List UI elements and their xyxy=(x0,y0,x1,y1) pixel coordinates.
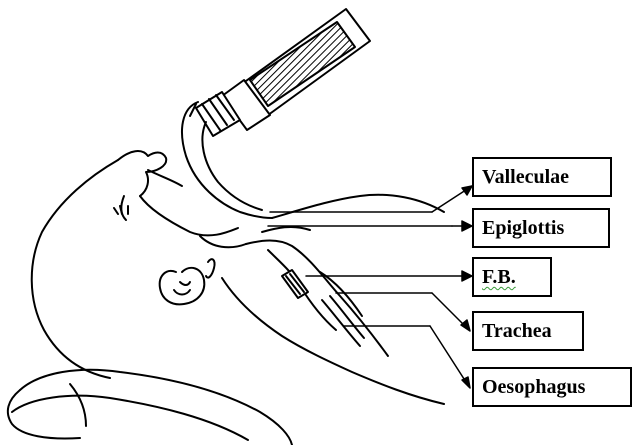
label-trachea-text: Trachea xyxy=(482,320,552,342)
label-oesophagus: Oesophagus xyxy=(472,367,632,407)
label-oesophagus-text: Oesophagus xyxy=(482,376,585,398)
foreign-body xyxy=(282,270,308,298)
ear xyxy=(160,259,215,304)
label-valleculae: Valleculae xyxy=(472,157,612,197)
label-epiglottis-text: Epiglottis xyxy=(482,217,564,239)
pillow xyxy=(8,370,292,445)
label-fb-text: F.B. xyxy=(482,266,516,288)
laryngoscope-handle xyxy=(196,9,370,136)
label-valleculae-text: Valleculae xyxy=(482,166,569,188)
label-trachea: Trachea xyxy=(472,311,584,351)
label-epiglottis: Epiglottis xyxy=(472,208,610,248)
label-fb: F.B. xyxy=(472,257,552,297)
